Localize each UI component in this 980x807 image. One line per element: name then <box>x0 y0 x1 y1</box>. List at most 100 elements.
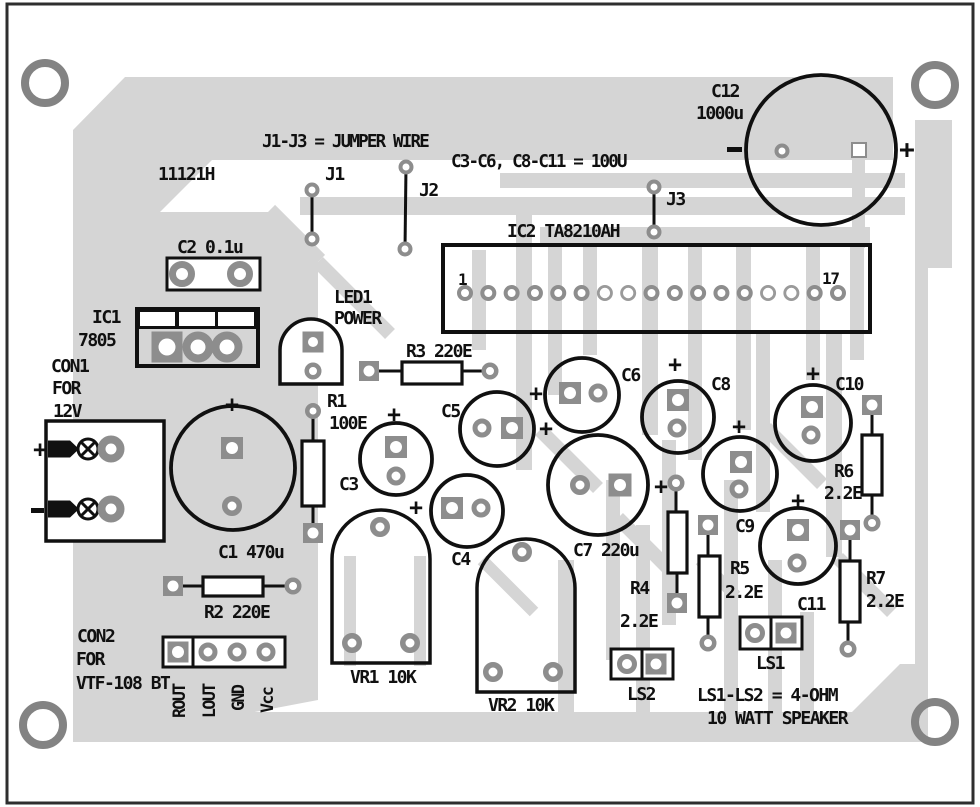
label-r1: R1 <box>327 391 346 412</box>
label-c12-value: 1000u <box>696 103 743 124</box>
c8-pad-positive-hole <box>672 394 684 406</box>
ic1-outline <box>135 307 260 368</box>
c12-pad-negative <box>774 143 790 159</box>
c8-plus: + <box>668 352 682 378</box>
label-con1-1: CON1 <box>51 356 89 377</box>
c9-outline <box>701 435 779 513</box>
r1-pad <box>305 403 321 419</box>
label-j2: J2 <box>419 180 438 201</box>
label-c8: C8 <box>711 374 730 395</box>
note-jumpers: J1-J3 = JUMPER WIRE <box>262 132 429 152</box>
label-led1-2: POWER <box>334 308 382 329</box>
c9-pad-positive-hole <box>735 456 747 468</box>
r5-body <box>697 554 722 619</box>
c11-outline <box>758 506 838 586</box>
ic2-pin-6 <box>573 285 590 301</box>
jumper-j2-wire <box>403 166 408 250</box>
label-c3: C3 <box>339 474 358 495</box>
label-con1-3: 12V <box>53 401 83 422</box>
jumper-j3-pad <box>646 224 662 240</box>
trace-strip <box>852 158 865 248</box>
mounting-hole <box>21 59 69 107</box>
label-r6-value: 2.2E <box>824 483 862 504</box>
c6-plus: + <box>529 381 543 407</box>
ic2-pin-15 <box>783 284 800 301</box>
c4-pad-positive-hole <box>446 502 458 514</box>
r6-pad <box>863 514 881 532</box>
label-pin17: 17 <box>822 269 839 288</box>
r4-pad <box>667 474 685 492</box>
ic2-pin-11 <box>690 285 707 301</box>
ic2-pin-12 <box>713 285 730 301</box>
c1-pad-negative <box>222 496 242 516</box>
c12-minus <box>727 147 742 152</box>
label-vcc: Vcc <box>258 687 277 713</box>
trace-pour <box>915 268 928 742</box>
mounting-hole <box>911 61 959 109</box>
label-rout: ROUT <box>170 683 189 718</box>
mounting-hole <box>19 701 67 749</box>
r1-body <box>300 439 326 508</box>
ic2-pin-13 <box>736 285 753 301</box>
c12-pad-positive-hole <box>853 144 865 156</box>
c10-pad-negative <box>801 425 821 445</box>
vr1-pad <box>342 633 362 653</box>
c10-pad-positive-hole <box>806 401 818 413</box>
mounting-hole <box>911 698 959 746</box>
c6-pad-positive-hole <box>564 387 576 399</box>
trace-strip <box>688 245 702 460</box>
vr2-pad <box>512 542 532 562</box>
label-c6: C6 <box>621 365 640 386</box>
c11-pad-negative <box>787 553 807 573</box>
label-ls2: LS2 <box>627 684 656 705</box>
c4-pad-negative <box>471 498 491 518</box>
label-r6: R6 <box>834 461 853 482</box>
vr1-outline <box>330 508 432 665</box>
r4-pad-square-hole <box>671 597 683 609</box>
led1-pad-cathode <box>304 362 322 380</box>
ic2-pin-10 <box>666 285 683 301</box>
c9-pad-negative <box>729 479 749 499</box>
jumper-j2-pad <box>398 159 414 175</box>
note-speaker-1: LS1-LS2 = 4-OHM <box>697 685 839 706</box>
r3-pad-square-hole <box>363 365 375 377</box>
label-ic1-part: 7805 <box>78 330 116 351</box>
c8-outline <box>640 379 716 455</box>
label-c2: C2 0.1u <box>177 237 243 258</box>
ic1-pad <box>211 331 243 363</box>
r1-pad-square-hole <box>307 527 319 539</box>
jumper-j1-pad <box>304 182 320 198</box>
con1-pad <box>97 435 125 463</box>
ic2-pin-8 <box>620 284 637 301</box>
ic2-pin-9 <box>643 285 660 301</box>
con2-pad <box>227 642 247 662</box>
label-c10: C10 <box>835 374 864 395</box>
c6-outline <box>543 356 621 434</box>
label-r3: R3 220E <box>406 341 472 362</box>
vr1-pad <box>370 517 390 537</box>
r2-body <box>201 575 265 598</box>
r3-pad <box>481 362 499 380</box>
ic2-pin-14 <box>760 284 777 301</box>
label-c12: C12 <box>711 81 740 102</box>
con2-pad <box>256 642 276 662</box>
c12-plus: + <box>899 135 915 165</box>
ic2-pin-5 <box>550 285 567 301</box>
board-outline <box>5 2 975 805</box>
label-c1: C1 470u <box>218 542 284 563</box>
ls2-pad <box>617 654 637 674</box>
trace-strip <box>548 245 562 395</box>
jumper-j1-pad <box>304 231 320 247</box>
c1-outline <box>169 404 297 532</box>
r5-pad-square-hole <box>702 519 714 531</box>
trace-pour <box>540 227 870 243</box>
label-c9: C9 <box>735 516 754 537</box>
ic1-pad-1-hole <box>158 338 176 356</box>
ls2-pad-square-hole <box>650 658 662 670</box>
con1-screw-slot <box>79 500 97 518</box>
c6-pad-negative <box>588 383 608 403</box>
ic1-tab-cell <box>179 312 215 326</box>
con2-pad-rout-hole <box>172 646 184 658</box>
con1-wire-entry-tip <box>70 500 79 518</box>
r7-pad <box>839 640 857 658</box>
